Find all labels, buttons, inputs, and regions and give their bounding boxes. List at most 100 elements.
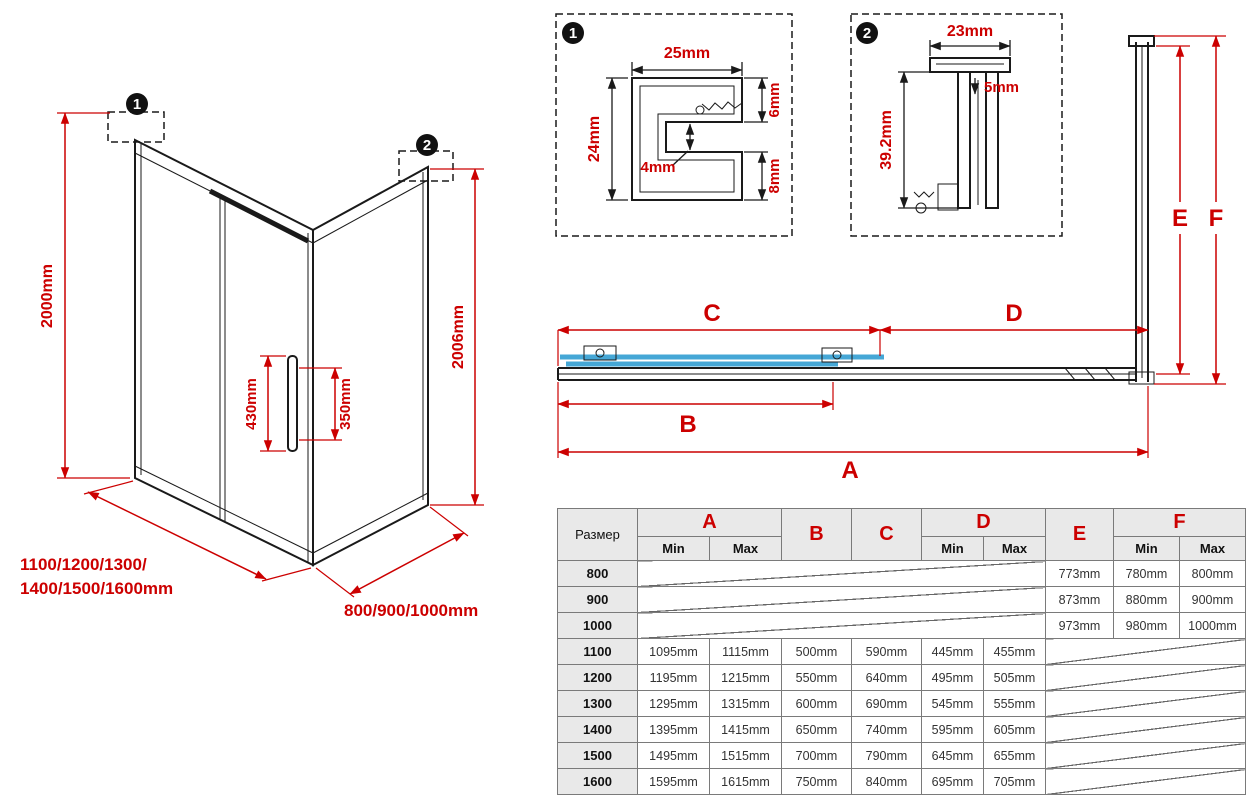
- detail-1-dim-inner-label: 4mm: [640, 159, 675, 176]
- cell-a-min: 1195mm: [637, 664, 710, 691]
- col-header-f-min: Min: [1113, 536, 1180, 561]
- front-panel: [134, 138, 314, 567]
- callout-box-1: [107, 111, 165, 143]
- cell-a-min: 1395mm: [637, 716, 710, 743]
- dim-f-label: F: [1209, 205, 1224, 232]
- row-size: 800: [557, 560, 638, 587]
- detail-2: 2 23mm 5mm 39.2: [850, 13, 1063, 237]
- cell-d-max: 505mm: [983, 664, 1046, 691]
- cell-na: [637, 612, 1046, 639]
- detail-2-dim-left-label: 39.2mm: [878, 110, 895, 170]
- cell-b: 650mm: [781, 716, 852, 743]
- detail-2-box: [850, 13, 1063, 237]
- col-header-b: B: [781, 508, 852, 561]
- dim-height-left-label: 2000mm: [39, 264, 56, 328]
- marker-2-badge: [416, 134, 438, 156]
- cell-a-min: 1295mm: [637, 690, 710, 717]
- row-size: 1100: [557, 638, 638, 665]
- cell-d-min: 545mm: [921, 690, 984, 717]
- detail-1-dim-top-label: 25mm: [664, 45, 710, 62]
- cell-c: 640mm: [851, 664, 922, 691]
- dim-height-right: 2006mm: [430, 168, 484, 506]
- cell-c: 790mm: [851, 742, 922, 769]
- size-table: Размер A B C D E F Min Max Min Max Min M…: [557, 508, 1246, 795]
- dim-handle-430-label: 430mm: [243, 378, 260, 430]
- row-size: 1400: [557, 716, 638, 743]
- cell-na: [637, 560, 1046, 587]
- dim-width: 1100/1200/1300/ 1400/1500/1600mm: [20, 480, 312, 598]
- cell-na: [1045, 690, 1246, 717]
- door-hanger-rail: [208, 188, 310, 244]
- col-header-size: Размер: [557, 508, 638, 561]
- cell-f-max: 800mm: [1179, 560, 1246, 587]
- cell-d-min: 495mm: [921, 664, 984, 691]
- dim-b-label: B: [679, 411, 696, 438]
- cell-d-max: 455mm: [983, 638, 1046, 665]
- table-row: 1400 1395mm 1415mm 650mm 740mm 595mm 605…: [557, 716, 1246, 743]
- detail-1-dim-left-label: 24mm: [586, 116, 603, 162]
- dim-depth: 800/900/1000mm: [315, 506, 478, 620]
- dim-b: B: [557, 399, 834, 438]
- cell-a-max: 1115mm: [709, 638, 782, 665]
- cell-a-max: 1215mm: [709, 664, 782, 691]
- table-row: 1300 1295mm 1315mm 600mm 690mm 545mm 555…: [557, 690, 1246, 717]
- cell-d-min: 595mm: [921, 716, 984, 743]
- cell-f-min: 780mm: [1113, 560, 1180, 587]
- dim-e-label: E: [1172, 205, 1188, 232]
- cell-c: 590mm: [851, 638, 922, 665]
- detail-1-box: [555, 13, 793, 237]
- cell-na: [637, 586, 1046, 613]
- dim-f: F: [1154, 35, 1226, 385]
- cell-b: 700mm: [781, 742, 852, 769]
- row-size: 1600: [557, 768, 638, 795]
- detail-1-dim-right-bottom-label: 8mm: [766, 158, 783, 193]
- cell-f-max: 900mm: [1179, 586, 1246, 613]
- row-size: 1300: [557, 690, 638, 717]
- cell-f-min: 880mm: [1113, 586, 1180, 613]
- table-row: 1500 1495mm 1515mm 700mm 790mm 645mm 655…: [557, 742, 1246, 769]
- dim-handle-350-label: 350mm: [337, 378, 354, 430]
- row-size: 1000: [557, 612, 638, 639]
- table-row: 1000 973mm 980mm 1000mm: [557, 612, 1246, 639]
- plan-section: C D B A E F: [557, 35, 1226, 484]
- detail-2-badge: [856, 22, 878, 44]
- marker-2-number: 2: [423, 137, 431, 154]
- cell-b: 750mm: [781, 768, 852, 795]
- table-row: 1600 1595mm 1615mm 750mm 840mm 695mm 705…: [557, 768, 1246, 795]
- cell-a-max: 1615mm: [709, 768, 782, 795]
- cell-d-min: 645mm: [921, 742, 984, 769]
- cell-b: 500mm: [781, 638, 852, 665]
- table-row: 1100 1095mm 1115mm 500mm 590mm 445mm 455…: [557, 638, 1246, 665]
- cell-e: 773mm: [1045, 560, 1114, 587]
- detail-2-dim-inner-label: 5mm: [984, 79, 1019, 96]
- marker-1-badge: [126, 93, 148, 115]
- brush-seal: [701, 101, 743, 111]
- cell-na: [1045, 638, 1246, 665]
- dim-height-left: 2000mm: [39, 112, 130, 479]
- cell-c: 840mm: [851, 768, 922, 795]
- cell-a-max: 1515mm: [709, 742, 782, 769]
- table-row: 1200 1195mm 1215mm 550mm 640mm 495mm 505…: [557, 664, 1246, 691]
- cell-f-min: 980mm: [1113, 612, 1180, 639]
- detail-2-number: 2: [863, 25, 871, 42]
- row-size: 1200: [557, 664, 638, 691]
- cell-c: 690mm: [851, 690, 922, 717]
- dim-depth-label: 800/900/1000mm: [344, 601, 478, 620]
- cell-a-max: 1315mm: [709, 690, 782, 717]
- cell-a-min: 1095mm: [637, 638, 710, 665]
- detail-1: 1 25mm 24mm 4mm: [555, 13, 793, 237]
- dim-c: C: [557, 300, 881, 335]
- dim-handle-430: 430mm: [243, 355, 286, 452]
- cell-d-max: 705mm: [983, 768, 1046, 795]
- roller-right: [821, 347, 853, 363]
- table-row: 800 773mm 780mm 800mm: [557, 560, 1246, 587]
- cell-na: [1045, 664, 1246, 691]
- col-header-d-min: Min: [921, 536, 984, 561]
- cell-b: 550mm: [781, 664, 852, 691]
- cell-e: 873mm: [1045, 586, 1114, 613]
- table-row: 900 873mm 880mm 900mm: [557, 586, 1246, 613]
- col-header-a: A: [637, 508, 782, 537]
- dim-e: E: [1156, 45, 1190, 375]
- col-header-e: E: [1045, 508, 1114, 561]
